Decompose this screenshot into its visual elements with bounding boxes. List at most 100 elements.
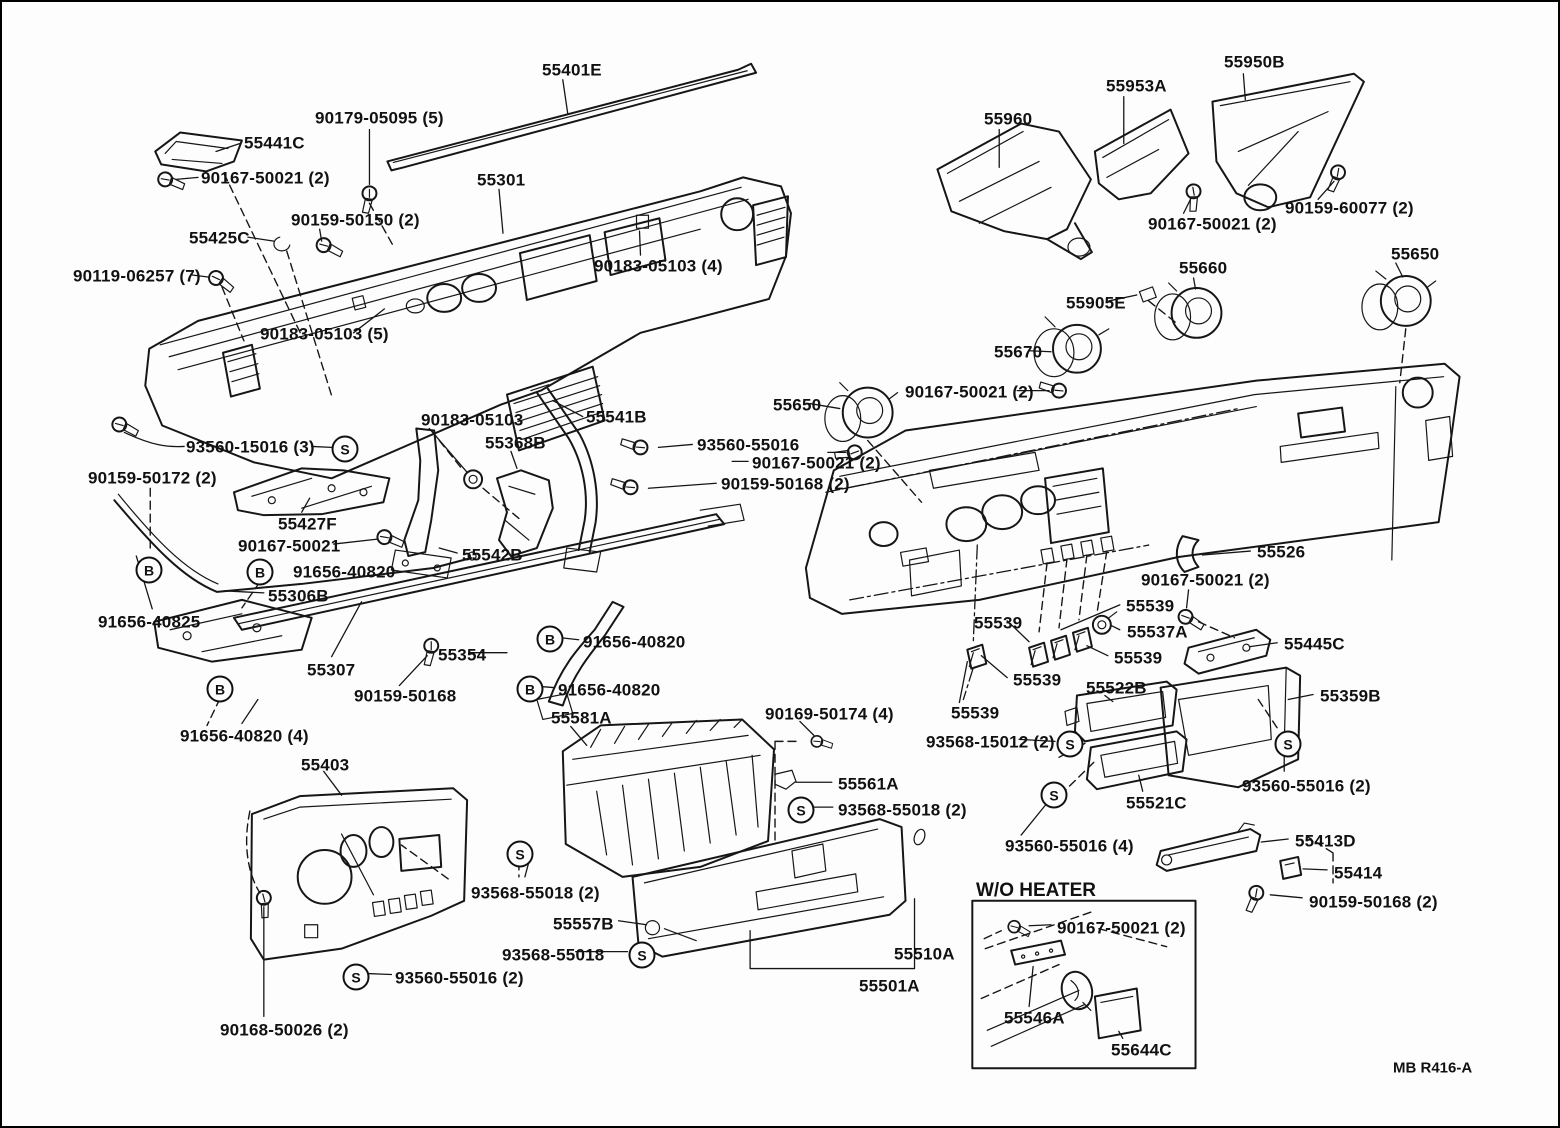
part-label: 55905E <box>1066 293 1126 313</box>
part-label: 55368B <box>485 433 546 453</box>
instrument-panel-lower-view <box>804 362 1461 615</box>
knob-55650-right <box>1361 270 1437 331</box>
part-label: 55650 <box>773 395 822 415</box>
knob-55650-left <box>824 382 899 443</box>
part-label: 93568-55018 <box>502 945 605 965</box>
part-label: 55650 <box>1391 244 1440 264</box>
glove-box-liner-55581a <box>561 718 801 878</box>
part-label: 55542B <box>462 545 523 565</box>
connector-symbol-S: S <box>628 941 656 969</box>
connector-symbol-S: S <box>787 796 815 824</box>
part-label: 90159-50168 (2) <box>1309 892 1438 912</box>
part-label: 90159-50168 <box>354 686 457 706</box>
part-label: 55670 <box>994 342 1043 362</box>
part-label: 90159-50168 (2) <box>721 474 850 494</box>
part-label: 55441C <box>244 133 305 153</box>
part-label: 55413D <box>1295 831 1356 851</box>
part-label: 55546A <box>1004 1008 1065 1028</box>
part-label: 90167-50021 (2) <box>1148 214 1277 234</box>
part-label: 55359B <box>1320 686 1381 706</box>
connector-symbol-S: S <box>1040 781 1068 809</box>
part-label: 55950B <box>1224 52 1285 72</box>
cluster-panel-55403 <box>249 787 469 961</box>
part-label: 90169-50174 (4) <box>765 704 894 724</box>
part-label: 55539 <box>1126 596 1175 616</box>
connector-symbol-S: S <box>1056 730 1084 758</box>
part-label: 90167-50021 (2) <box>1141 570 1270 590</box>
dashed-lines <box>149 172 1407 940</box>
part-label: 90179-05095 (5) <box>315 108 444 128</box>
tray-55521c <box>1085 730 1188 791</box>
connector-symbol-S: S <box>331 435 359 463</box>
part-label: 55953A <box>1106 76 1167 96</box>
clips-55539 <box>966 611 1118 670</box>
clip-55425c <box>273 236 291 252</box>
part-label: 55306B <box>268 586 329 606</box>
part-label: 55539 <box>1013 670 1062 690</box>
part-label: 55354 <box>438 645 487 665</box>
part-label: 93560-55016 (2) <box>1242 776 1371 796</box>
part-label: 55644C <box>1111 1040 1172 1060</box>
part-label: 90119-06257 (7) <box>73 266 201 286</box>
part-label: 55541B <box>586 407 647 427</box>
part-label: 91656-40820 <box>583 632 686 652</box>
part-label: 91656-40820 <box>293 562 396 582</box>
part-label: 93568-55018 (2) <box>471 883 600 903</box>
connector-symbol-B: B <box>135 556 163 584</box>
clip-55414 <box>1279 855 1303 880</box>
part-label: 55445C <box>1284 634 1345 654</box>
garnish-strip-55401e <box>386 62 758 172</box>
bracket-55427f <box>232 467 391 517</box>
part-label: 55960 <box>984 109 1033 129</box>
part-label: 55414 <box>1334 863 1383 883</box>
part-label: 55401E <box>542 60 602 80</box>
glove-door-55501a <box>631 818 926 958</box>
part-label: 90159-60077 (2) <box>1285 198 1414 218</box>
knob-55670 <box>1033 316 1110 378</box>
connector-symbol-B: B <box>516 675 544 703</box>
connector-symbol-B: B <box>206 675 234 703</box>
part-label: 55539 <box>1114 648 1163 668</box>
connector-symbol-S: S <box>1274 730 1302 758</box>
part-label: 93568-55018 (2) <box>838 800 967 820</box>
part-label: 55501A <box>859 976 920 996</box>
part-label: 55526 <box>1257 542 1306 562</box>
part-label: 93560-55016 <box>697 435 800 455</box>
part-label: 55522B <box>1086 678 1147 698</box>
part-label: 91656-40825 <box>98 612 201 632</box>
part-label: 91656-40820 (4) <box>180 726 309 746</box>
duct-55950b <box>1211 72 1365 212</box>
part-label: 90167-50021 (2) <box>905 382 1034 402</box>
bracket-55368b <box>496 469 554 558</box>
duct-55960 <box>936 122 1093 261</box>
part-label: 55581A <box>551 708 612 728</box>
part-label: 90159-50150 (2) <box>291 210 420 230</box>
part-label: 90167-50021 (2) <box>201 168 330 188</box>
part-label: 90183-05103 <box>421 410 524 430</box>
part-label: 93568-15012 (2) <box>926 732 1055 752</box>
part-label: 90167-50021 <box>238 536 341 556</box>
part-label: 55307 <box>307 660 356 680</box>
inset-title: W/O HEATER <box>976 880 1096 901</box>
brace-55542b <box>390 427 452 579</box>
part-label: 90168-50026 (2) <box>220 1020 349 1040</box>
part-label: 90159-50172 (2) <box>88 468 217 488</box>
part-label: 55403 <box>301 755 350 775</box>
connector-symbol-S: S <box>506 840 534 868</box>
duct-55953a <box>1093 108 1190 201</box>
clip-55905e <box>1138 286 1157 303</box>
part-label: 90183-05103 (5) <box>260 324 389 344</box>
connector-symbol-B: B <box>246 558 274 586</box>
part-label: 93560-15016 (3) <box>186 437 315 457</box>
bracket-55441c <box>154 131 243 173</box>
part-label: 55537A <box>1127 622 1188 642</box>
knob-55660 <box>1154 282 1223 341</box>
part-label: 93560-55016 (2) <box>395 968 524 988</box>
part-label: 90183-05103 (4) <box>594 256 723 276</box>
part-label: 91656-40820 <box>558 680 661 700</box>
part-label: 93560-55016 (4) <box>1005 836 1134 856</box>
part-label: 55301 <box>477 170 526 190</box>
instrument-panel-55301 <box>144 176 792 480</box>
